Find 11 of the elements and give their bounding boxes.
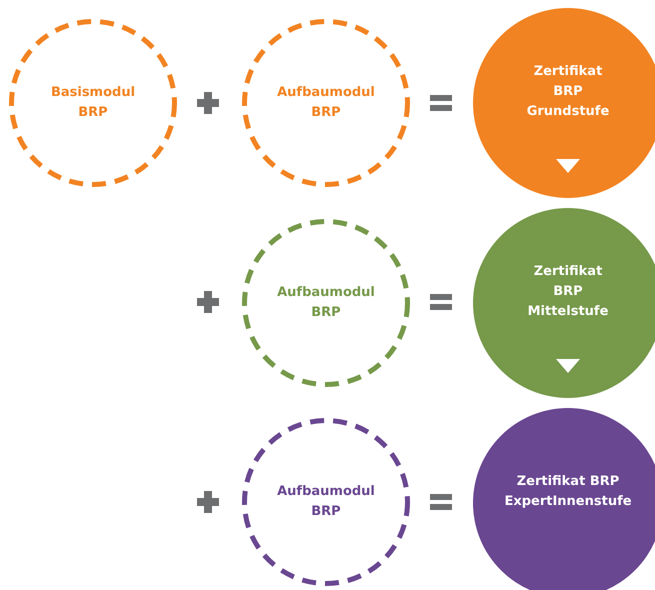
module-circle [242,219,410,387]
module-label: Aufbaumodul BRP [277,84,375,122]
certificate-label: Zertifikat BRP ExpertInnenstufe [504,473,632,511]
module-circle [242,418,410,586]
module-label: Aufbaumodul BRP [277,483,375,521]
certificate-label: Zertifikat BRP Grundstufe [526,63,610,121]
module-circle [9,19,177,187]
module-label: Basismodul BRP [50,84,136,122]
module-label: Aufbaumodul BRP [277,284,375,322]
module-circle [242,19,410,187]
certificate-label: Zertifikat BRP Mittelstufe [528,263,608,321]
